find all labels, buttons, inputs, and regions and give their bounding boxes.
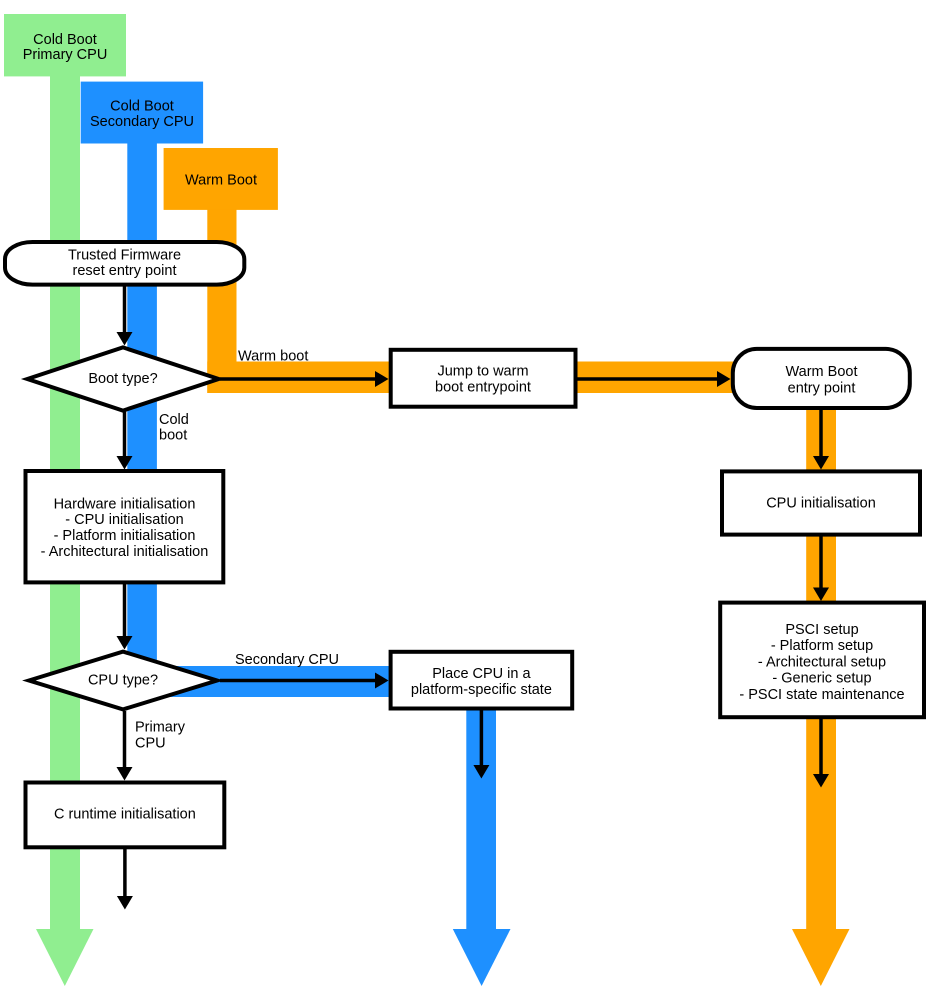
svg-text:PSCI setup: PSCI setup (785, 622, 858, 638)
svg-text:Secondary CPU: Secondary CPU (90, 114, 194, 130)
svg-text:Boot type?: Boot type? (88, 371, 157, 387)
svg-text:Warm boot: Warm boot (238, 349, 308, 365)
svg-text:entry point: entry point (788, 380, 856, 396)
svg-text:- Architectural initialisation: - Architectural initialisation (41, 544, 209, 560)
svg-text:C runtime initialisation: C runtime initialisation (54, 806, 196, 822)
svg-text:Warm Boot: Warm Boot (786, 364, 858, 380)
svg-text:- Platform setup: - Platform setup (771, 638, 873, 654)
svg-text:boot: boot (159, 428, 187, 444)
svg-text:- Generic setup: - Generic setup (772, 671, 871, 687)
svg-text:- Platform initialisation: - Platform initialisation (54, 528, 196, 544)
svg-text:Cold: Cold (159, 412, 189, 428)
svg-text:- Architectural setup: - Architectural setup (758, 654, 886, 670)
svg-text:Cold Boot: Cold Boot (33, 32, 97, 48)
svg-text:Primary CPU: Primary CPU (23, 47, 108, 63)
svg-text:Jump to warm: Jump to warm (437, 364, 528, 380)
svg-text:Place CPU in a: Place CPU in a (432, 666, 531, 682)
svg-text:boot entrypoint: boot entrypoint (435, 380, 531, 396)
svg-text:Secondary CPU: Secondary CPU (235, 652, 339, 668)
svg-text:reset entry point: reset entry point (73, 263, 177, 279)
svg-text:Hardware initialisation: Hardware initialisation (54, 496, 196, 512)
svg-text:CPU type?: CPU type? (88, 673, 158, 689)
svg-text:CPU initialisation: CPU initialisation (766, 496, 876, 512)
svg-text:platform-specific state: platform-specific state (411, 682, 552, 698)
svg-text:Trusted Firmware: Trusted Firmware (68, 247, 181, 263)
svg-text:Warm Boot: Warm Boot (185, 172, 257, 188)
svg-text:- PSCI state maintenance: - PSCI state maintenance (739, 687, 904, 703)
svg-text:- CPU initialisation: - CPU initialisation (65, 512, 183, 528)
svg-text:Primary: Primary (135, 720, 186, 736)
svg-text:CPU: CPU (135, 736, 166, 752)
svg-text:Cold Boot: Cold Boot (110, 99, 174, 115)
